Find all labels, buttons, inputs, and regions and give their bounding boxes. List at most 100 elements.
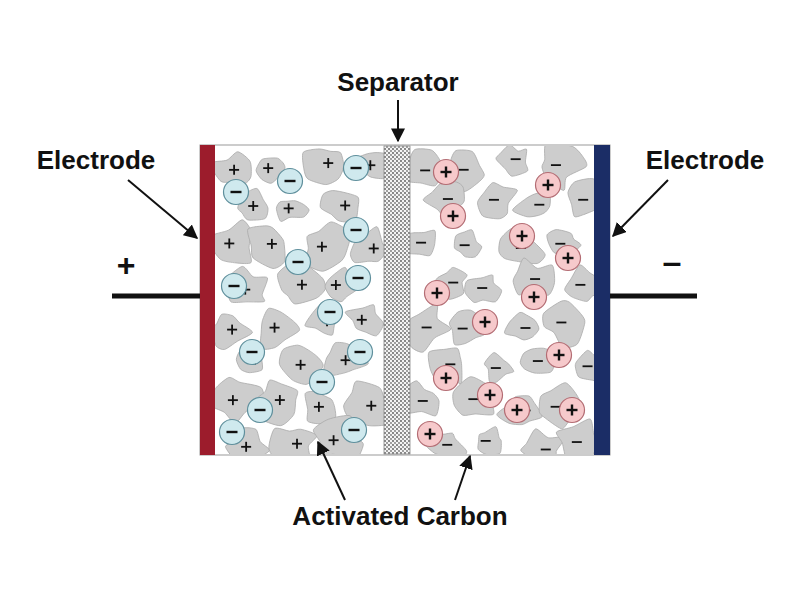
surface-charge — [443, 199, 453, 200]
carbon-particle — [345, 305, 383, 336]
ion-charge — [351, 230, 362, 231]
carbon-particle — [497, 396, 542, 425]
surface-charge — [468, 399, 478, 400]
surface-charge — [314, 402, 324, 412]
ion-charge — [517, 231, 528, 242]
ion-charge — [285, 181, 296, 182]
surface-charge — [583, 366, 593, 367]
electrolyte-ion — [434, 366, 459, 391]
positive-electrode — [200, 145, 215, 455]
ion-charge — [231, 192, 242, 193]
surface-charge — [357, 315, 367, 325]
surface-charge — [491, 368, 501, 369]
electrolyte-ion — [344, 156, 369, 181]
surface-charge — [248, 201, 258, 211]
terminal-sign: – — [663, 243, 682, 280]
ion-charge — [441, 167, 452, 178]
surface-charge — [575, 284, 585, 285]
surface-charge — [541, 449, 551, 450]
electrolyte-ion — [556, 246, 581, 271]
electrolyte-ion — [441, 204, 466, 229]
ion-charge — [554, 350, 565, 361]
ion-charge — [255, 410, 266, 411]
carbon-particle — [302, 149, 343, 185]
electrolyte-ion — [425, 281, 450, 306]
leader-arrow — [613, 180, 668, 236]
ion-charge — [227, 432, 238, 433]
electrolyte-ion — [318, 300, 343, 325]
ion-charge — [349, 430, 360, 431]
surface-charge — [227, 325, 237, 335]
surface-charge — [263, 163, 273, 173]
surface-charge — [556, 322, 566, 323]
leader-arrow — [455, 456, 470, 500]
carbon-particle — [215, 220, 251, 264]
electrolyte-ion — [240, 340, 265, 365]
carbon-particle — [504, 312, 538, 340]
electrolyte-ion — [248, 398, 273, 423]
surface-charge — [292, 439, 302, 449]
carbon-particle — [568, 179, 594, 217]
electrolyte-ion — [547, 343, 572, 368]
electrolyte-ion — [224, 180, 249, 205]
surface-charge — [445, 364, 455, 365]
ion-charge — [480, 317, 491, 328]
electrolyte-ion — [346, 266, 371, 291]
terminal-wire — [609, 294, 697, 299]
surface-charge — [270, 323, 280, 333]
surface-charge — [340, 200, 350, 210]
carbon-particle — [575, 350, 594, 381]
surface-charge — [297, 280, 307, 290]
electrolyte-ion — [505, 398, 530, 423]
surface-charge — [520, 327, 530, 328]
ion-charge — [512, 405, 523, 416]
electrolyte-ion — [560, 398, 585, 423]
surface-charge — [551, 406, 561, 407]
electrolyte-ion — [310, 370, 335, 395]
ion-charge — [529, 292, 540, 303]
electrolyte-ion — [434, 160, 459, 185]
surface-charge — [416, 242, 426, 243]
carbon-particle — [269, 428, 317, 454]
ion-charge — [293, 262, 304, 263]
electrolyte-ion — [220, 420, 245, 445]
negative-electrode — [594, 145, 610, 455]
surface-charge — [284, 203, 294, 213]
terminal-wire — [112, 294, 200, 299]
carbon-particle — [410, 304, 451, 352]
surface-charge — [534, 204, 544, 205]
electrolyte-ion — [510, 224, 535, 249]
ion-charge — [448, 211, 459, 222]
carbon-particle — [496, 146, 528, 176]
ion-charge — [353, 278, 364, 279]
leader-arrow — [397, 100, 399, 141]
surface-charge — [275, 395, 285, 405]
surface-charge — [555, 243, 565, 244]
carbon-particle — [248, 226, 286, 269]
carbon-particle — [276, 201, 309, 222]
part-label: Electrode — [646, 146, 765, 175]
surface-charge — [578, 199, 588, 200]
surface-charge — [460, 245, 470, 246]
electrolyte-ion — [278, 169, 303, 194]
surface-charge — [533, 361, 543, 362]
electrolyte-ion — [222, 274, 247, 299]
surface-charge — [458, 328, 468, 329]
ion-charge — [485, 390, 496, 401]
electrolyte-ion — [342, 418, 367, 443]
surface-charge — [241, 442, 251, 452]
electrolyte-ion — [473, 310, 498, 335]
leader-arrow — [318, 442, 345, 500]
electrolyte-ion — [478, 383, 503, 408]
carbon-particle — [484, 353, 513, 383]
ion-charge — [567, 405, 578, 416]
ion-charge — [563, 253, 574, 264]
ion-charge — [432, 288, 443, 299]
surface-charge — [459, 169, 469, 170]
ion-charge — [247, 352, 258, 353]
carbon-particle — [410, 381, 439, 416]
surface-charge — [442, 444, 452, 445]
electrolyte-ion — [522, 285, 547, 310]
electrolyte-ion — [536, 173, 561, 198]
